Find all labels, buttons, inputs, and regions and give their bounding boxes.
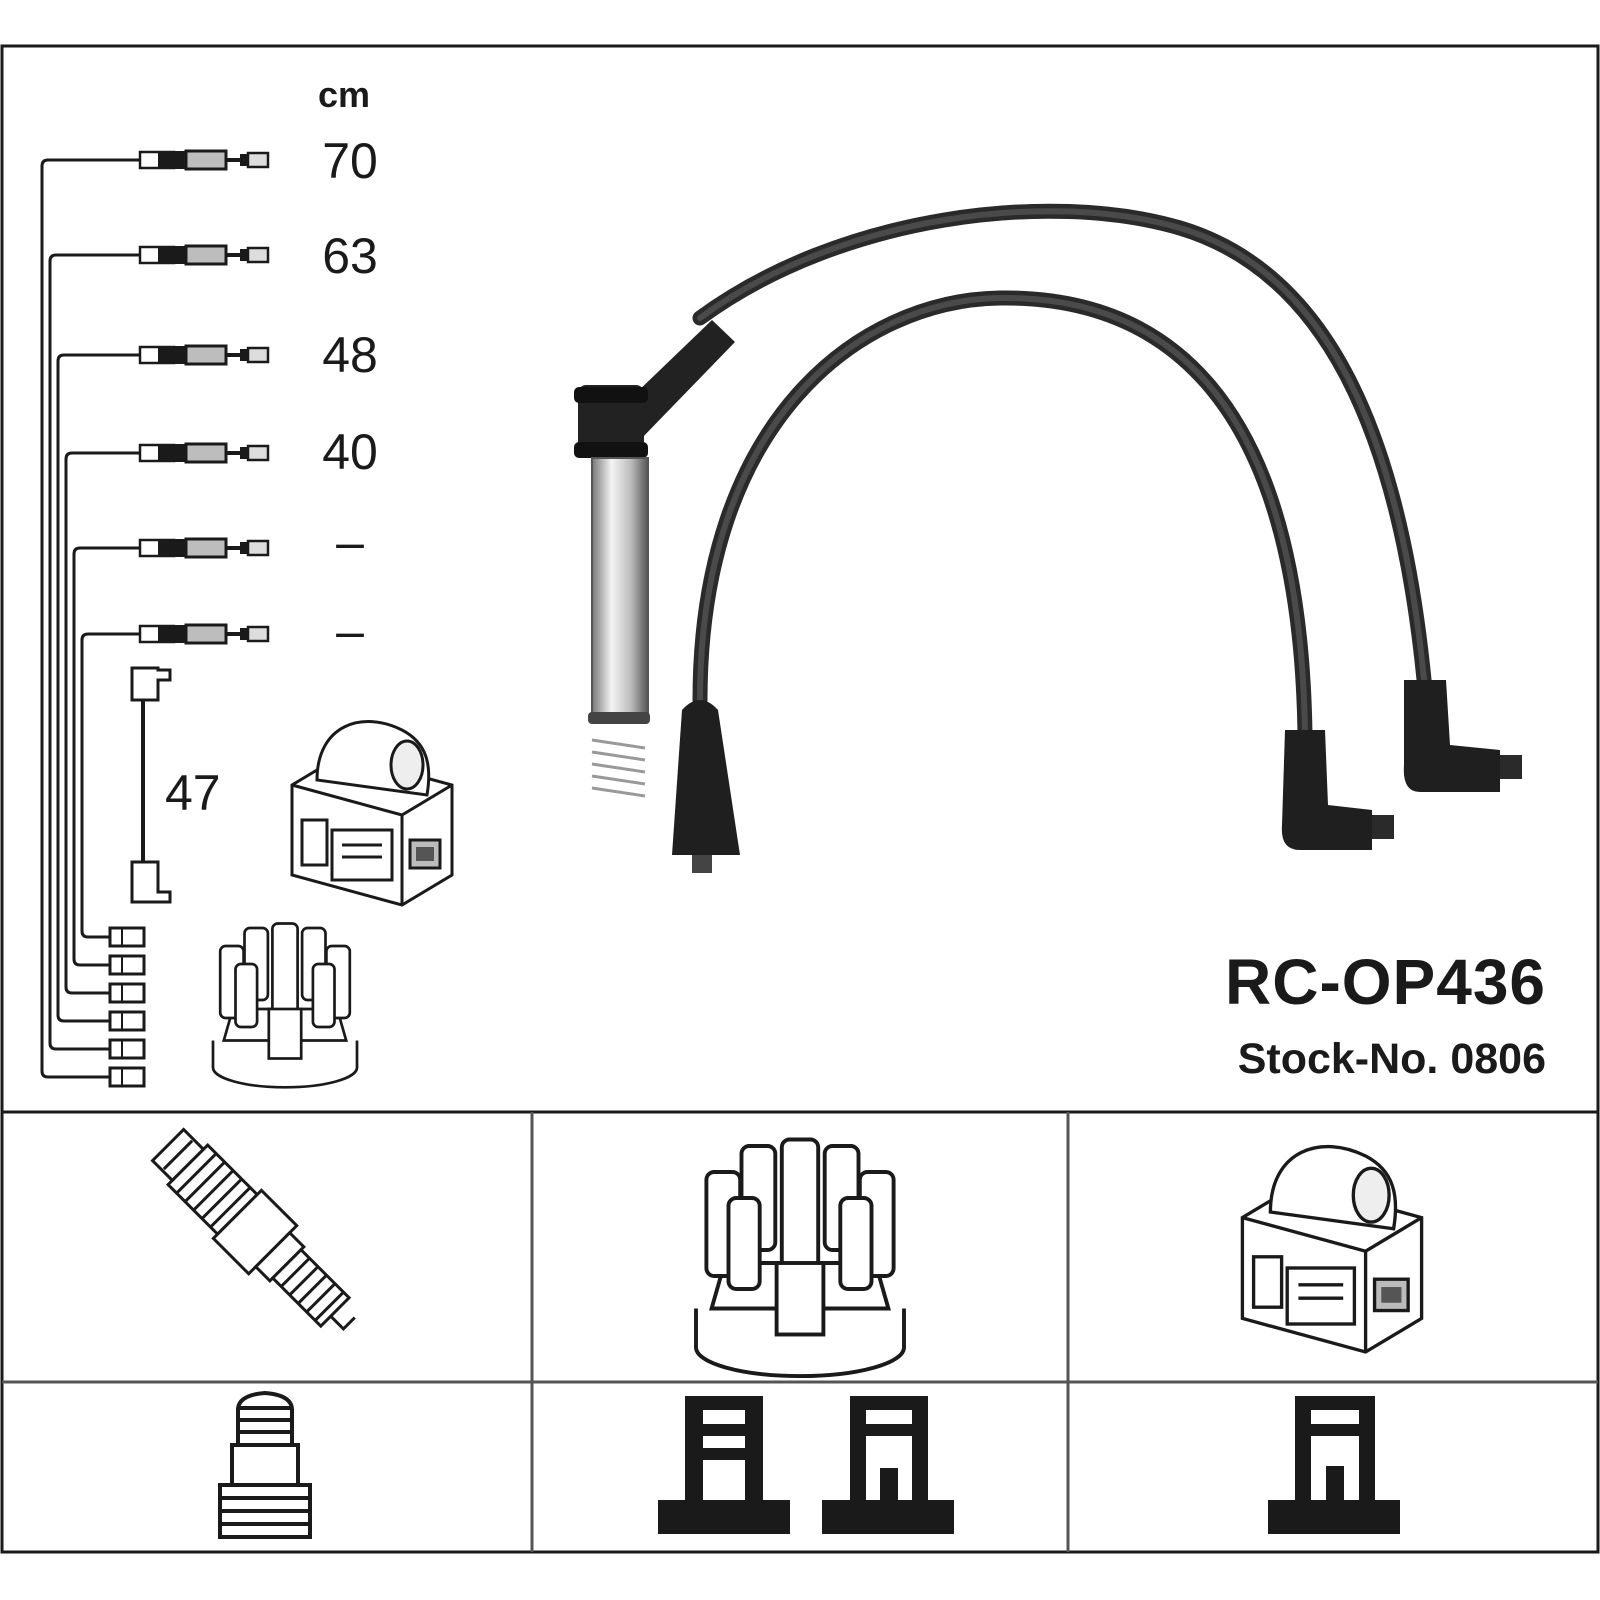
lead-connector-5 bbox=[138, 537, 270, 559]
cable-set-illustration bbox=[574, 203, 1522, 873]
lead-connector-1 bbox=[138, 149, 270, 171]
tower-female-icon bbox=[822, 1396, 954, 1534]
lead-connector-3 bbox=[138, 344, 270, 366]
distributor-cap-icon bbox=[211, 922, 359, 1089]
distributor-cap-icon bbox=[694, 1137, 906, 1379]
lead-length-1: 70 bbox=[322, 133, 378, 189]
spark-plug-icon bbox=[150, 1127, 356, 1332]
lead-length-4: 40 bbox=[322, 424, 378, 480]
lead-schematic bbox=[40, 158, 140, 1079]
coil-lead-length: 47 bbox=[165, 765, 221, 821]
frame bbox=[0, 44, 1600, 1554]
ignition-coil-icon bbox=[1240, 1144, 1424, 1354]
plug-terminal-icon bbox=[218, 1390, 312, 1539]
lead-length-6: – bbox=[336, 603, 364, 659]
lead-length-5: – bbox=[336, 514, 364, 570]
lead-connectors bbox=[138, 149, 270, 645]
part-number: RC-OP436 bbox=[1225, 946, 1546, 1018]
ignition-coil-icon bbox=[290, 720, 454, 907]
coil-tower-icon bbox=[1268, 1396, 1400, 1534]
cap-terminals bbox=[108, 926, 146, 1088]
lead-connector-6 bbox=[138, 623, 270, 645]
stock-number: Stock-No. 0806 bbox=[1237, 1035, 1546, 1083]
lead-length-2: 63 bbox=[322, 228, 378, 284]
lead-connector-4 bbox=[138, 442, 270, 464]
tower-male-icon bbox=[658, 1396, 790, 1534]
lead-connector-2 bbox=[138, 244, 270, 266]
unit-label: cm bbox=[318, 74, 371, 115]
lead-length-3: 48 bbox=[322, 327, 378, 383]
coil-lead bbox=[130, 666, 172, 904]
